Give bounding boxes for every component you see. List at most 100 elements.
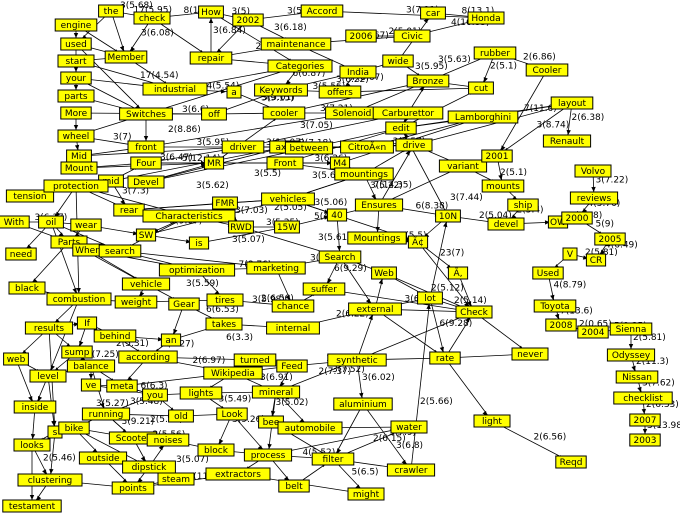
node-light[interactable]: light (473, 414, 511, 428)
node-combustion[interactable]: combustion (46, 292, 112, 306)
node-ship[interactable]: ship (507, 198, 539, 212)
node-web[interactable]: Web (371, 266, 397, 280)
node-accord[interactable]: Accord (300, 4, 344, 18)
node-steam[interactable]: steam (157, 472, 195, 486)
node-used[interactable]: used (60, 37, 92, 51)
node-crawler[interactable]: crawler (386, 463, 436, 477)
node-how[interactable]: How (198, 5, 224, 19)
node-your[interactable]: your (60, 71, 92, 85)
node-volvo[interactable]: Volvo (574, 164, 612, 178)
node-water[interactable]: water (390, 420, 428, 434)
node-might[interactable]: might (347, 487, 385, 501)
node-devel[interactable]: Devel (127, 175, 165, 189)
node-honda[interactable]: Honda (467, 11, 505, 25)
node-repair[interactable]: repair (189, 51, 233, 65)
node-synthetic[interactable]: synthetic (327, 353, 387, 367)
node-wear[interactable]: wear (70, 218, 102, 232)
node-m4[interactable]: M4 (329, 156, 351, 170)
node-chance[interactable]: chance (271, 299, 315, 313)
node-mountings[interactable]: Mountings (347, 231, 407, 245)
node-meta[interactable]: meta (106, 379, 138, 393)
node-10n[interactable]: 10N (435, 209, 461, 223)
node-external[interactable]: external (348, 302, 402, 316)
node-used[interactable]: Used (532, 266, 564, 280)
node-reqd[interactable]: Reqd (555, 455, 587, 469)
node-web[interactable]: web (3, 352, 29, 366)
node-maintenance[interactable]: maintenance (260, 37, 332, 51)
node-feed[interactable]: Feed (276, 359, 308, 373)
node-balance[interactable]: balance (66, 359, 116, 373)
node-the[interactable]: the (98, 4, 124, 18)
node-process[interactable]: process (243, 448, 293, 462)
node-clustering[interactable]: clustering (17, 473, 83, 487)
node-drive[interactable]: drive (395, 138, 433, 152)
node-mount[interactable]: Mount (60, 161, 98, 175)
node-look[interactable]: Look (216, 407, 248, 421)
node-cooler[interactable]: cooler (262, 106, 306, 120)
node-bike[interactable]: bike (58, 421, 90, 435)
node-variant[interactable]: variant (438, 159, 488, 173)
node-off[interactable]: off (201, 107, 227, 121)
node-behind[interactable]: behind (93, 329, 137, 343)
node-member[interactable]: Member (104, 50, 148, 64)
node-old[interactable]: old (168, 409, 194, 423)
node-offers[interactable]: offers (318, 85, 362, 99)
node-belt[interactable]: belt (278, 479, 310, 493)
node-results[interactable]: results (24, 321, 74, 335)
node-a[interactable]: Ã‚ (447, 266, 469, 280)
node-automobile[interactable]: automobile (277, 421, 343, 435)
node-ve[interactable]: ve (80, 378, 102, 392)
node-2002[interactable]: 2002 (232, 13, 264, 27)
node-wide[interactable]: wide (382, 54, 414, 68)
node-reviews[interactable]: reviews (569, 191, 619, 205)
node-engine[interactable]: engine (54, 18, 98, 32)
node-black[interactable]: black (8, 281, 46, 295)
node-v[interactable]: V (562, 247, 578, 261)
node-lot[interactable]: lot (417, 291, 443, 305)
node-four[interactable]: Four (130, 156, 162, 170)
node-gear[interactable]: Gear (168, 297, 200, 311)
node-never[interactable]: never (511, 347, 549, 361)
node-start[interactable]: start (57, 54, 95, 68)
node-points[interactable]: points (111, 481, 155, 495)
node-15w[interactable]: 15W (274, 220, 300, 234)
node-cr[interactable]: CR (585, 253, 607, 267)
node-2001[interactable]: 2001 (481, 149, 513, 163)
node-rubber[interactable]: rubber (473, 46, 517, 60)
node-protection[interactable]: protection (43, 179, 109, 193)
node-sienna[interactable]: Sienna (609, 322, 653, 336)
node-extractors[interactable]: extractors (205, 467, 271, 481)
node-mountings[interactable]: mountings (334, 167, 394, 181)
node-edit[interactable]: edit (385, 121, 417, 135)
node-according[interactable]: according (118, 350, 178, 364)
node-sw[interactable]: SW (135, 228, 157, 242)
node-2003[interactable]: 2003 (629, 433, 661, 447)
node-mounts[interactable]: mounts (481, 179, 525, 193)
node-car[interactable]: car (420, 6, 446, 20)
node-renault[interactable]: Renault (542, 134, 592, 148)
node-internal[interactable]: internal (266, 321, 320, 335)
node-need[interactable]: need (5, 247, 37, 261)
node-testament[interactable]: testament (2, 499, 62, 513)
node-mid[interactable]: Mid (66, 149, 92, 163)
node-with[interactable]: With (0, 215, 30, 229)
node-carburettor[interactable]: Carburettor (372, 106, 444, 120)
node-2004[interactable]: 2004 (577, 325, 609, 339)
node-optimization[interactable]: optimization (158, 263, 236, 277)
node-aluminium[interactable]: aluminium (333, 397, 393, 411)
node-industrial[interactable]: industrial (142, 82, 208, 96)
node-driver[interactable]: driver (221, 140, 265, 154)
node-if[interactable]: If (76, 316, 98, 330)
node-cut[interactable]: cut (468, 81, 494, 95)
node-check[interactable]: check (133, 11, 171, 25)
node-bronze[interactable]: Bronze (406, 74, 450, 88)
node-marketing[interactable]: marketing (246, 261, 306, 275)
node-vehicles[interactable]: vehicles (261, 192, 315, 206)
node-search[interactable]: search (98, 244, 142, 258)
node-wikipedia[interactable]: Wikipedia (203, 366, 263, 380)
node-2008[interactable]: 2008 (545, 318, 577, 332)
node-parts[interactable]: parts (57, 89, 95, 103)
node-you[interactable]: you (142, 388, 168, 402)
node-2007[interactable]: 2007 (629, 413, 661, 427)
node-india[interactable]: India (339, 65, 377, 79)
